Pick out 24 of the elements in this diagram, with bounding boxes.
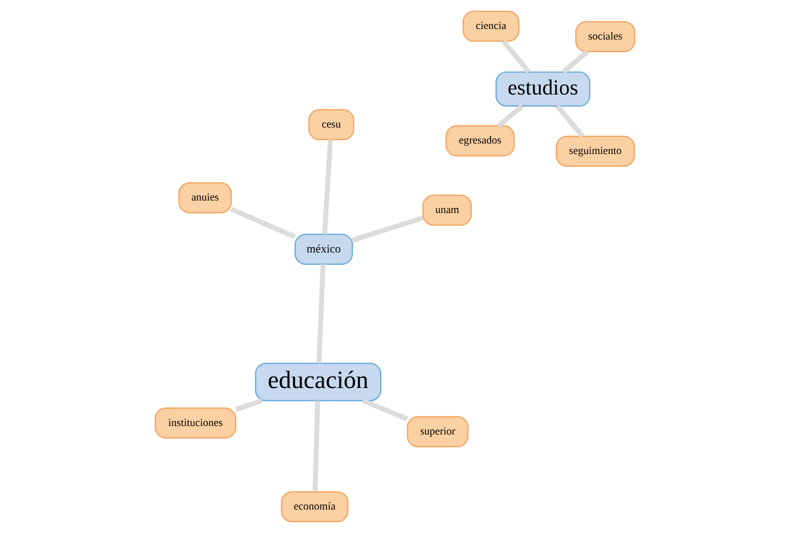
node-box: estudios [494,71,590,107]
node-box: sociales [574,21,635,52]
node-box: economía [280,491,348,522]
connector [351,216,424,243]
node-box: educación [254,362,381,402]
connector [316,264,326,364]
connector [230,206,296,240]
node-box: seguimiento [555,136,634,167]
node-box: méxico [294,234,352,265]
node-box: ciencia [462,10,519,42]
connector [234,398,262,412]
node-box: anuies [178,182,232,214]
node-box: unam [422,194,472,226]
connector [554,104,584,138]
connector [362,398,408,422]
connector [322,140,332,234]
connector [496,104,524,128]
node-box: instituciones [154,408,236,439]
connector [312,400,320,492]
node-box: cesu [308,109,354,140]
node-box: superior [406,416,468,448]
connector [501,40,530,74]
node-box: egresados [445,125,514,156]
connector [561,50,588,74]
